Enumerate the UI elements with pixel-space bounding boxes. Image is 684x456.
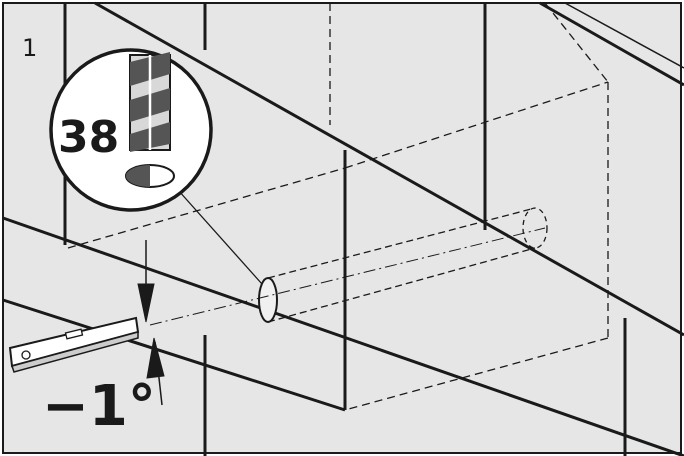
- drill-diameter-label: 38: [58, 112, 119, 163]
- grout-top-right-edge: [564, 2, 684, 69]
- drill-axis: [149, 227, 546, 326]
- arrow-up-icon: [146, 337, 165, 379]
- drill-hole: [149, 207, 548, 326]
- drill-bit-callout: 38: [49, 48, 213, 212]
- arrow-down-icon: [137, 283, 155, 323]
- grout-lower-diagonal: [2, 298, 346, 412]
- grout-top-right: [539, 1, 684, 87]
- callout-leader: [177, 189, 263, 285]
- hidden-box-outline: [67, 2, 609, 411]
- angle-label: −1°: [42, 374, 156, 439]
- angle-indicator: [137, 240, 165, 406]
- step-number: 1: [22, 34, 37, 62]
- drill-bit-icon: [125, 52, 175, 188]
- grout-line-upper: [94, 1, 684, 337]
- tile-perspective-grout: [2, 1, 684, 412]
- tile-vertical-grout: [63, 3, 627, 456]
- spirit-level-icon: [8, 316, 140, 373]
- hole-entry: [258, 277, 278, 323]
